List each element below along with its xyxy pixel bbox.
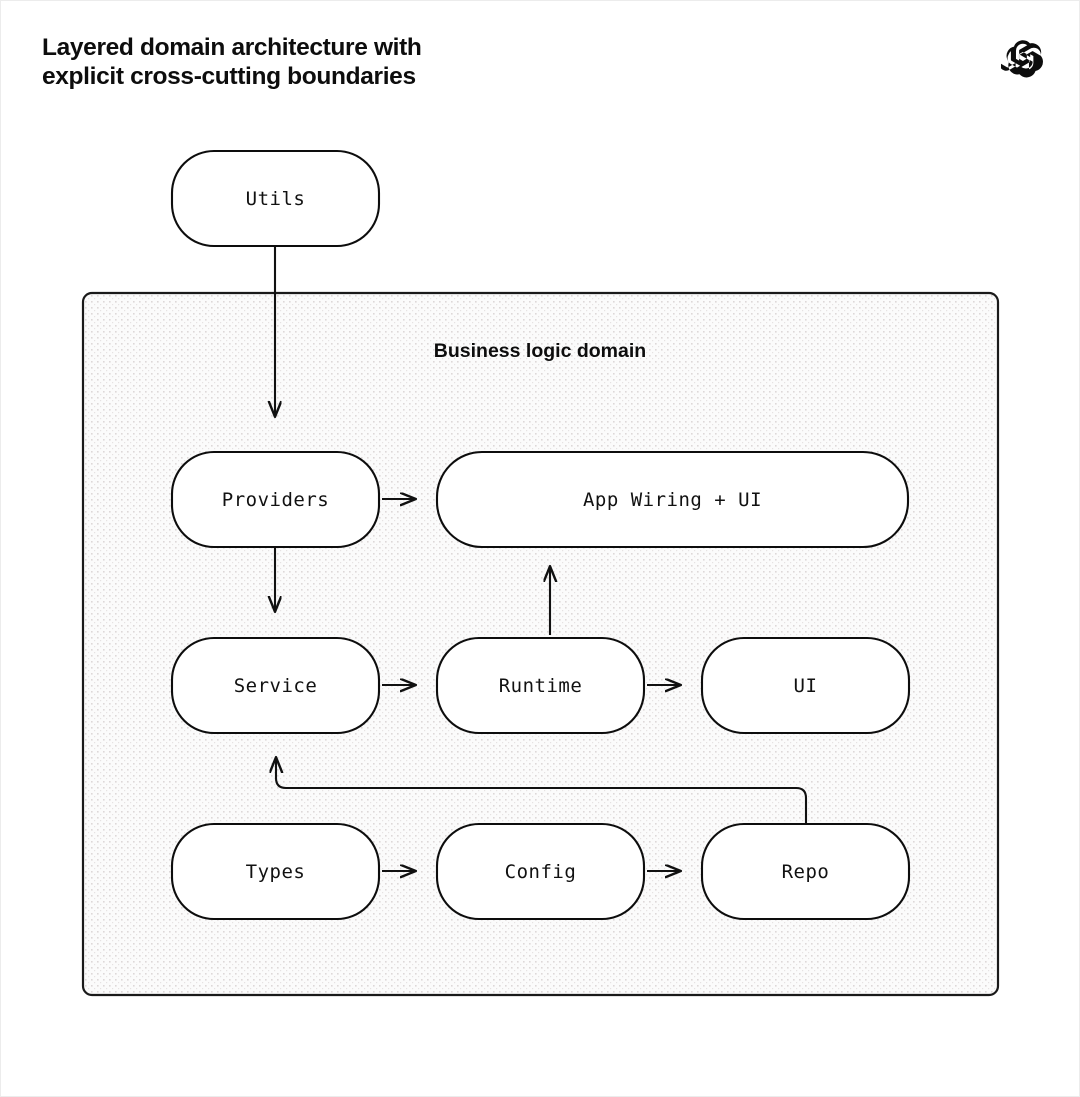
node-providers[interactable]: Providers [170, 450, 381, 549]
node-service-shape[interactable] [170, 636, 381, 735]
node-config-label: Config [505, 861, 577, 883]
node-utils-shape[interactable] [170, 149, 381, 248]
node-repo-shape[interactable] [700, 822, 911, 921]
node-config-shape[interactable] [435, 822, 646, 921]
node-types-label: Types [246, 861, 306, 883]
node-service[interactable]: Service [170, 636, 381, 735]
node-runtime[interactable]: Runtime [435, 636, 646, 735]
node-runtime-shape[interactable] [435, 636, 646, 735]
node-ui-shape[interactable] [700, 636, 911, 735]
node-app-wiring-ui-label: App Wiring + UI [583, 489, 762, 511]
node-app-wiring-ui[interactable]: App Wiring + UI [435, 450, 910, 549]
edge-layer [275, 246, 808, 871]
domain-container-label: Business logic domain [434, 340, 646, 362]
node-service-label: Service [234, 675, 318, 697]
edge-repo-to-service-feedback [276, 758, 808, 824]
node-app-wiring-ui-shape[interactable] [435, 450, 910, 549]
node-utils[interactable]: Utils [170, 149, 381, 248]
node-runtime-label: Runtime [499, 675, 583, 697]
node-repo[interactable]: Repo [700, 822, 911, 921]
node-types[interactable]: Types [170, 822, 381, 921]
node-types-shape[interactable] [170, 822, 381, 921]
node-providers-shape[interactable] [170, 450, 381, 549]
node-utils-label: Utils [246, 188, 306, 210]
node-repo-label: Repo [782, 861, 830, 883]
node-providers-label: Providers [222, 489, 329, 511]
node-ui[interactable]: UI [700, 636, 911, 735]
node-ui-label: UI [794, 675, 818, 697]
openai-logo [999, 37, 1045, 81]
node-config[interactable]: Config [435, 822, 646, 921]
